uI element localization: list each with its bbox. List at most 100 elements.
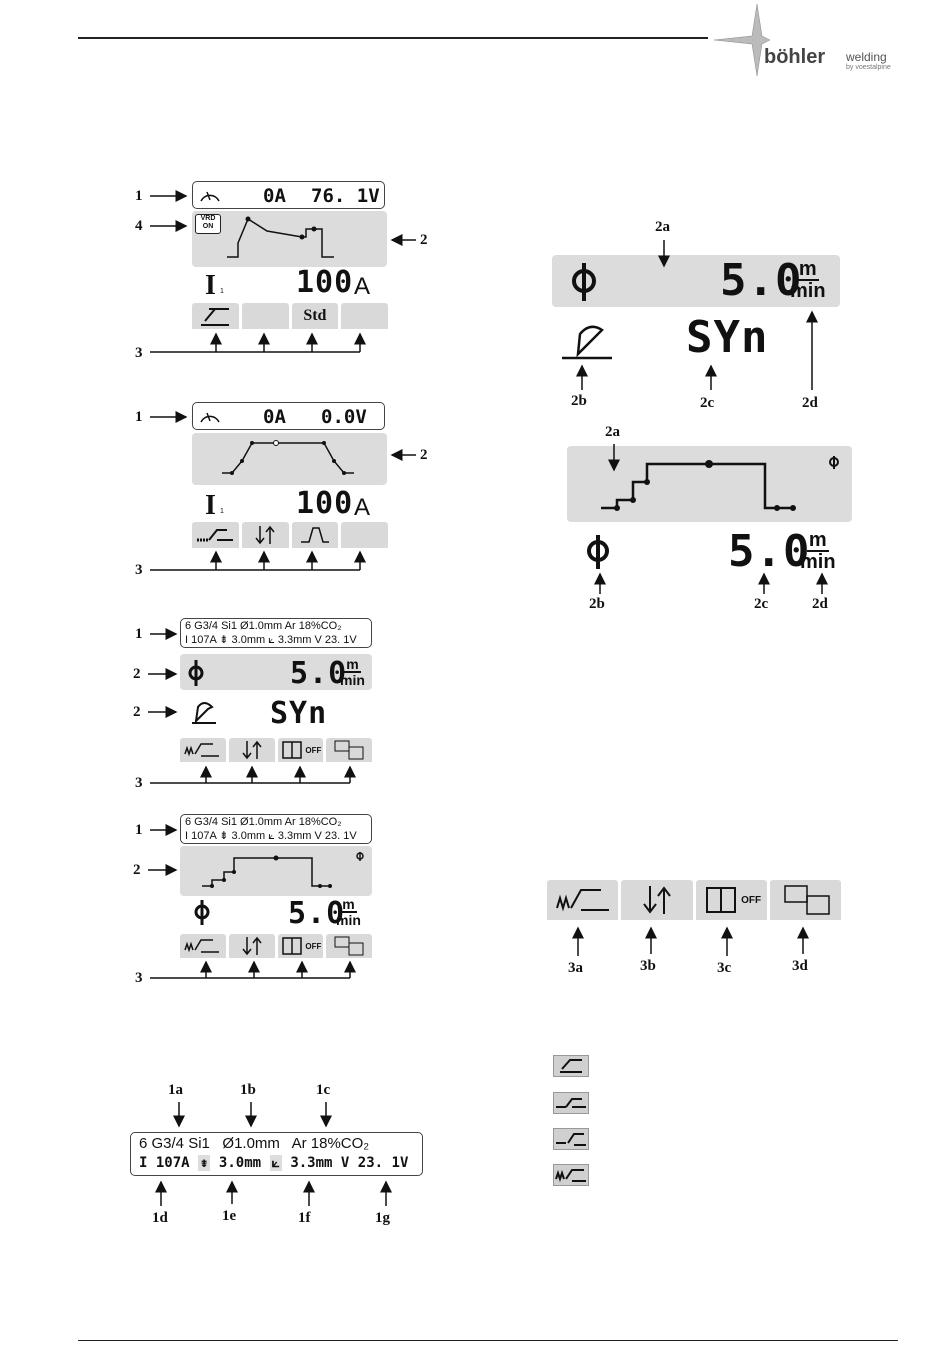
mode-value: SYn — [686, 312, 769, 363]
unit-top: m — [806, 529, 829, 552]
amps-readout: 0A — [263, 406, 286, 428]
status-line: 0A 76. 1V — [192, 181, 385, 209]
softkey-2[interactable] — [241, 522, 289, 548]
trigger-updown-icon — [242, 936, 262, 956]
callout-1a: 1a — [168, 1082, 183, 1098]
softkey-1[interactable] — [192, 303, 239, 329]
softkey-bar: OFF — [547, 880, 841, 920]
mig-curve — [202, 852, 364, 888]
param-unit: A — [354, 494, 371, 521]
volts-readout: 0.0V — [321, 406, 367, 428]
softkey-4[interactable] — [341, 522, 388, 548]
mma-electrode-icon — [201, 308, 230, 326]
callout-4: 4 — [135, 218, 143, 234]
softkey-3[interactable]: Std — [291, 303, 339, 329]
callout-2b: 2b — [589, 596, 605, 612]
unit-top: m — [796, 258, 819, 281]
info-line: 6 G3/4 Si1 Ø1.0mm Ar 18%CO₂ I 107A ⇟ 3.0… — [180, 814, 372, 844]
callout-3c: 3c — [717, 960, 732, 976]
unit-bot: min — [790, 280, 826, 302]
header-rule — [78, 37, 708, 39]
info-row-2: I 107A ⇟ 3.0mm ⟀ 3.3mm V 23. 1V — [139, 1155, 408, 1171]
callout-1f: 1f — [298, 1210, 311, 1226]
gauge-icon — [200, 412, 220, 423]
callout-3a: 3a — [568, 960, 583, 976]
trigger-updown-icon — [242, 740, 262, 760]
wire-speed-unit: m min — [340, 657, 365, 687]
softkey-3c[interactable]: OFF — [695, 880, 767, 920]
softkey-3[interactable]: OFF — [277, 738, 324, 762]
softkey-4[interactable] — [326, 934, 372, 958]
info-line-2: I 107A ⇟ 3.0mm ⟀ 3.3mm V 23. 1V — [185, 634, 357, 646]
callout-1e: 1e — [222, 1208, 237, 1224]
gas-mix: Ar 18%CO₂ — [291, 1135, 370, 1152]
mma-process-icon — [553, 1055, 589, 1077]
callout-2: 2 — [133, 862, 141, 878]
spot-icon — [282, 741, 303, 759]
softkey-4[interactable] — [341, 303, 388, 329]
unit-bot: min — [800, 551, 836, 573]
waveform-area — [180, 846, 372, 896]
current-symbol: I — [139, 1155, 148, 1171]
callout-2d: 2d — [802, 395, 818, 411]
vrd-badge: VRD ON — [195, 214, 221, 234]
callout-1d: 1d — [152, 1210, 168, 1226]
wire-speed-area: 5.0 m min — [552, 255, 840, 307]
callout-3b: 3b — [640, 958, 656, 974]
wire-speed-value: 5.0 — [288, 896, 346, 931]
callout-2: 2 — [420, 232, 428, 248]
mig-torch-icon — [184, 743, 219, 757]
amps-readout: 0A — [263, 185, 286, 207]
welder-icon — [562, 325, 612, 360]
waveform-area: VRD ON — [192, 211, 387, 267]
wire-feed-icon — [188, 660, 204, 686]
voltage-value: 23. 1V — [357, 1155, 409, 1171]
softkey-3b[interactable] — [621, 880, 693, 920]
callout-2a: 2a — [655, 219, 670, 235]
trigger-updown-icon — [643, 886, 671, 914]
pulsed-mig-icon — [553, 1164, 589, 1186]
softkey-4[interactable] — [326, 738, 372, 762]
thickness-value: 3.0mm — [218, 1155, 262, 1171]
wire-speed-unit: m min — [800, 530, 836, 572]
info-line: 6 G3/4 Si1 Ø1.0mm Ar 18%CO₂ I 107A ⇟ 3.0… — [180, 618, 372, 648]
callout-3: 3 — [135, 345, 143, 361]
softkey-2[interactable] — [241, 303, 289, 329]
thickness-icon: ⇟ — [198, 1155, 211, 1171]
off-label: OFF — [741, 894, 762, 906]
wire-speed-value: 5.0 — [290, 656, 348, 691]
softkey-1[interactable] — [192, 522, 239, 548]
softkey-2[interactable] — [228, 738, 275, 762]
brand-suffix: welding — [846, 50, 887, 64]
callout-3: 3 — [135, 775, 143, 791]
info-row-1: 6 G3/4 Si1 Ø1.0mm Ar 18%CO₂ — [139, 1135, 369, 1152]
material: 6 G3/4 Si1 — [139, 1135, 210, 1152]
wire-speed-unit: m min — [336, 897, 361, 927]
unit-top: m — [340, 896, 357, 913]
callout-1b: 1b — [240, 1082, 256, 1098]
wire-diameter: Ø1.0mm — [222, 1135, 280, 1152]
softkey-3d[interactable] — [769, 880, 841, 920]
softkey-1[interactable] — [180, 934, 226, 958]
info-line-2: I 107A ⇟ 3.0mm ⟀ 3.3mm V 23. 1V — [185, 830, 357, 842]
job-memory-icon — [334, 740, 364, 760]
wire-speed-value: 5.0 — [728, 526, 811, 577]
softkey-2[interactable] — [228, 934, 275, 958]
waveform-area — [192, 433, 387, 485]
info-line-1: 6 G3/4 Si1 Ø1.0mm Ar 18%CO₂ — [185, 816, 342, 828]
unit-top: m — [344, 656, 361, 673]
tig-curve — [222, 440, 354, 475]
callout-1c: 1c — [316, 1082, 331, 1098]
callout-2c: 2c — [700, 395, 715, 411]
callout-3d: 3d — [792, 958, 808, 974]
footer-rule — [78, 1340, 898, 1341]
wire-feed-icon — [587, 535, 609, 569]
softkey-3[interactable] — [291, 522, 339, 548]
softkey-1[interactable] — [180, 738, 226, 762]
softkey-3a[interactable] — [547, 880, 619, 920]
mig-curve — [601, 456, 839, 511]
softkey-3[interactable]: OFF — [277, 934, 324, 958]
callout-1g: 1g — [375, 1210, 390, 1226]
wire-feed-icon — [572, 263, 596, 301]
